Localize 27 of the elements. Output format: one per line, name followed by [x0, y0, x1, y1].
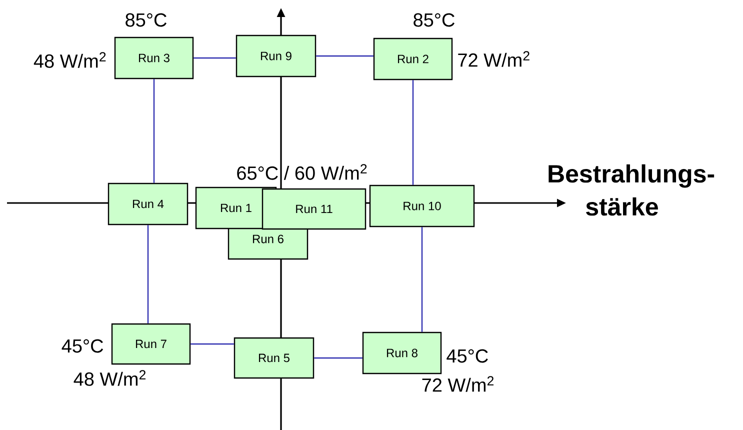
run-box: Run 5 — [234, 337, 314, 379]
connector-line — [412, 80, 414, 185]
condition-label: 65°C / 60 W/m$^{2}$ — [237, 164, 367, 180]
condition-label: 72 W/m$^{2}$ — [422, 376, 494, 392]
connector-line — [194, 57, 236, 59]
connector-line — [190, 343, 234, 345]
condition-label: 72 W/m$^{2}$ — [458, 51, 530, 67]
connector-line — [314, 357, 362, 359]
run-box: Run 7 — [111, 323, 191, 365]
connector-line — [421, 227, 423, 332]
condition-label: 85°C — [414, 13, 454, 27]
run-box: Run 10 — [369, 184, 475, 228]
connector-line — [316, 55, 374, 57]
condition-label: 45°C — [446, 349, 488, 363]
condition-label: 85°C — [126, 13, 166, 27]
condition-label: 48 W/m$^{2}$ — [74, 370, 146, 386]
run-box: Run 3 — [114, 36, 194, 80]
connector-line — [147, 225, 149, 324]
run-box: Run 2 — [373, 38, 453, 80]
condition-label: 45°C — [62, 339, 104, 353]
run-box: Run 8 — [362, 332, 442, 374]
axis-label: Bestrahlungs- stärke — [548, 164, 714, 216]
connector-line — [153, 79, 155, 183]
condition-label: 48 W/m$^{2}$ — [34, 52, 106, 68]
run-box: Run 9 — [236, 34, 316, 78]
run-box: Run 11 — [262, 188, 366, 230]
run-box: Run 4 — [108, 182, 188, 226]
